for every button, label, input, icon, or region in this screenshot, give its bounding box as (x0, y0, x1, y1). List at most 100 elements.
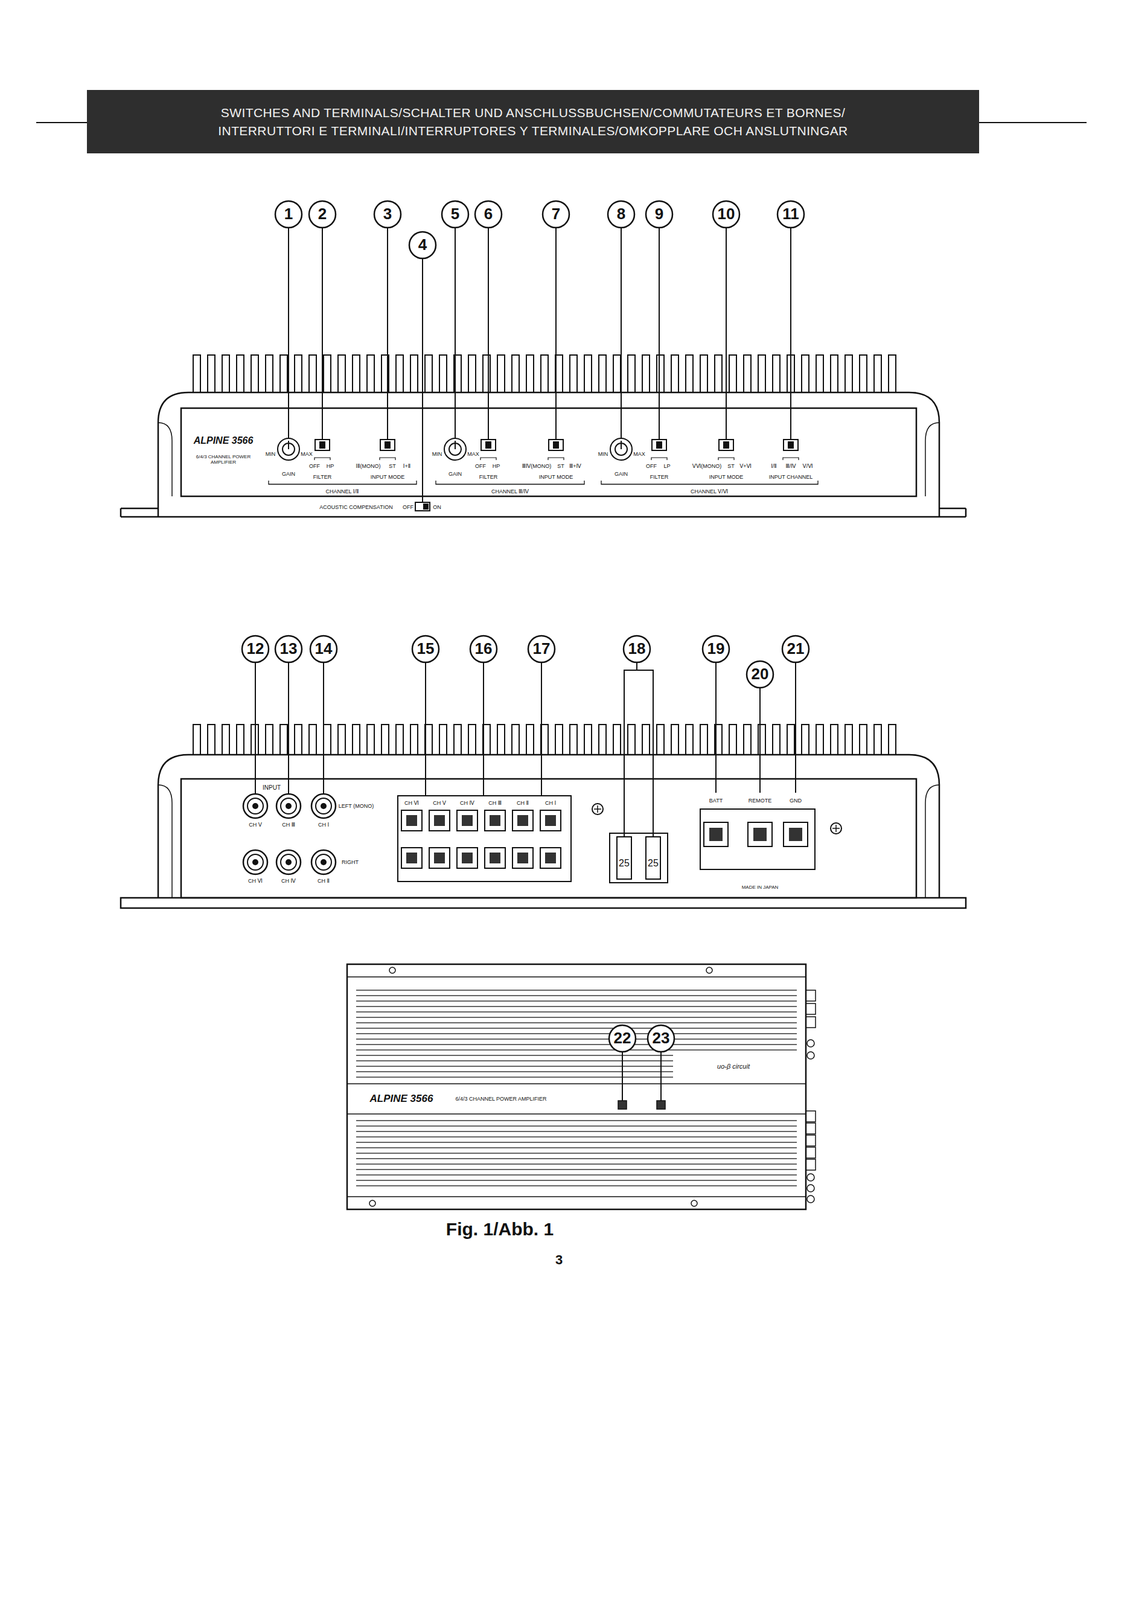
switch-slider (787, 441, 794, 449)
callout-number: 15 (417, 639, 435, 658)
gain-knob (610, 438, 633, 460)
knob-pointer (454, 440, 456, 450)
control-name: GAIN (281, 470, 296, 477)
rca-jack-ring (280, 798, 297, 814)
heatsink-fin (356, 1070, 674, 1073)
terminal-screw (489, 814, 501, 826)
channel-group-label: CHANNEL Ⅴ/Ⅵ (689, 488, 729, 495)
leader-line (482, 662, 485, 796)
screw-slot (593, 805, 602, 813)
callout-number: 10 (717, 205, 736, 224)
callout-circle (374, 201, 401, 228)
rear-view (120, 754, 966, 908)
switch-position: ST (726, 462, 736, 470)
callout-circle (412, 635, 439, 663)
switch-slider (384, 441, 391, 449)
jack-label: CH Ⅱ (316, 877, 331, 884)
switch-slider (552, 441, 559, 449)
rca-jack-pin (320, 858, 327, 866)
callout-number: 16 (475, 639, 493, 658)
rca-jack-pin (252, 858, 259, 866)
knob-marking: MIN (597, 450, 610, 457)
switch-scale (651, 457, 668, 460)
knob-pointer (287, 440, 290, 450)
side-connector (805, 1158, 816, 1170)
slide-switch (380, 439, 395, 451)
jack-label: CH Ⅳ (280, 877, 297, 884)
side-connector (805, 1110, 816, 1122)
switch-slider (656, 441, 663, 449)
knob-marking: MIN (431, 450, 444, 457)
switch-position: OFF (308, 462, 321, 470)
switch-position: ON (432, 504, 442, 511)
callout-number: 11 (782, 205, 800, 224)
switch-scale (718, 457, 735, 460)
gain-knob (277, 438, 300, 460)
rca-jack (311, 849, 336, 875)
mounting-flange (120, 508, 966, 517)
terminal-label: CH Ⅵ (403, 799, 420, 806)
rca-jack-pin (285, 858, 292, 866)
callout-number: 3 (383, 205, 392, 224)
brand-logo: ALPINE 3566 (369, 1092, 435, 1105)
leader-line (487, 227, 489, 440)
control-name: INPUT MODE (538, 473, 574, 480)
callout-circle (782, 635, 809, 663)
leader-line (555, 227, 557, 440)
control-name: INPUT CHANNEL (768, 473, 814, 480)
leader-line (794, 662, 797, 793)
control-name: FILTER (312, 473, 333, 480)
switch-position: ⅢⅣ(MONO) (521, 462, 553, 470)
terminal-screw (545, 814, 556, 826)
heatsink-fin (356, 1146, 797, 1149)
housing-top (347, 964, 806, 1210)
slide-switch (315, 439, 330, 451)
switch-scale (480, 457, 497, 460)
callout-circle (647, 1024, 675, 1052)
title-banner: SWITCHES AND TERMINALS/SCHALTER UND ANSC… (86, 89, 980, 154)
leader-line (658, 227, 660, 440)
terminal-label: CH Ⅴ (432, 799, 447, 806)
knob-marking: MAX (300, 450, 314, 457)
heatsink-fin (356, 1157, 797, 1159)
speaker-terminal (401, 847, 422, 869)
input-label: INPUT (261, 784, 282, 792)
callout-circle (528, 635, 555, 663)
switch-position: Ⅴ/Ⅵ (802, 462, 814, 470)
control-name: GAIN (447, 470, 463, 477)
heatsink-fin (356, 1027, 797, 1029)
leader-line (759, 687, 761, 793)
page-number: 3 (554, 1251, 564, 1268)
switch-scale (782, 457, 799, 460)
leader-line (540, 662, 543, 796)
jack-label: CH Ⅴ (248, 821, 263, 828)
model-description: 6/4/3 CHANNEL POWER AMPLIFIER (189, 453, 258, 465)
fuse-rating: 25 (618, 857, 631, 869)
callout-circle (542, 201, 570, 228)
callout-number: 23 (652, 1029, 671, 1048)
channel-group-label: CHANNEL Ⅰ/Ⅱ (325, 488, 360, 495)
switch-slider (723, 441, 730, 449)
rule-line (979, 121, 1087, 124)
mounting-hole (691, 1200, 698, 1207)
leader-line (454, 227, 456, 439)
callout-circle (645, 201, 673, 228)
leader-line (715, 662, 717, 793)
housing-outline (158, 754, 940, 898)
side-jack (807, 1184, 815, 1192)
leader-line (636, 662, 638, 671)
leader-line (321, 227, 323, 440)
terminal-screw (434, 814, 445, 826)
rca-jack-ring (247, 798, 264, 814)
heatsink-fin (356, 994, 797, 997)
mounting-screw (592, 803, 604, 815)
title-text: SWITCHES AND TERMINALS/SCHALTER UND ANSC… (140, 103, 926, 140)
speaker-terminal (429, 810, 450, 831)
jack-label: CH Ⅵ (247, 877, 264, 884)
leader-line (322, 662, 325, 794)
heatsink-fin (356, 1065, 674, 1067)
terminal-label: CH Ⅲ (487, 799, 503, 806)
jack-label: CH Ⅰ (317, 821, 330, 828)
switch-position: OFF (474, 462, 487, 470)
leader-line (254, 662, 256, 794)
